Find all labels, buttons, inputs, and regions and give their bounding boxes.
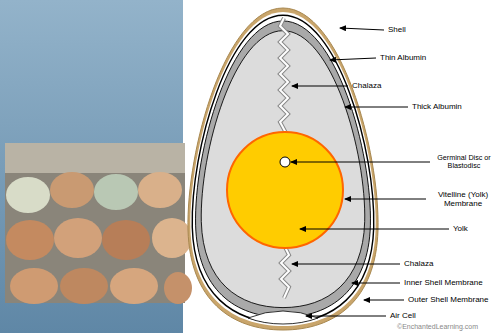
copyright-note: ©EnchantedLearning.com: [397, 323, 478, 331]
diagram-panel: [183, 0, 502, 333]
part-label: Shell: [388, 25, 406, 34]
part-label: Thin Albumin: [380, 53, 426, 62]
part-label: Yolk: [453, 224, 468, 233]
part-label: Vitelline (Yolk) Membrane: [428, 190, 498, 208]
part-label: Outer Shell Membrane: [408, 295, 488, 304]
egg-diagram: [188, 8, 378, 330]
leader-lines: [291, 28, 449, 316]
egg-photo: [5, 143, 192, 304]
part-label: Inner Shell Membrane: [404, 278, 483, 287]
part-label: Thick Albumin: [412, 102, 462, 111]
part-label: Chalaza: [404, 259, 433, 268]
part-label: Air Cell: [390, 311, 416, 320]
part-label: Chalaza: [352, 81, 381, 90]
part-label: Germinal Disc or Blastodisc: [430, 154, 498, 171]
